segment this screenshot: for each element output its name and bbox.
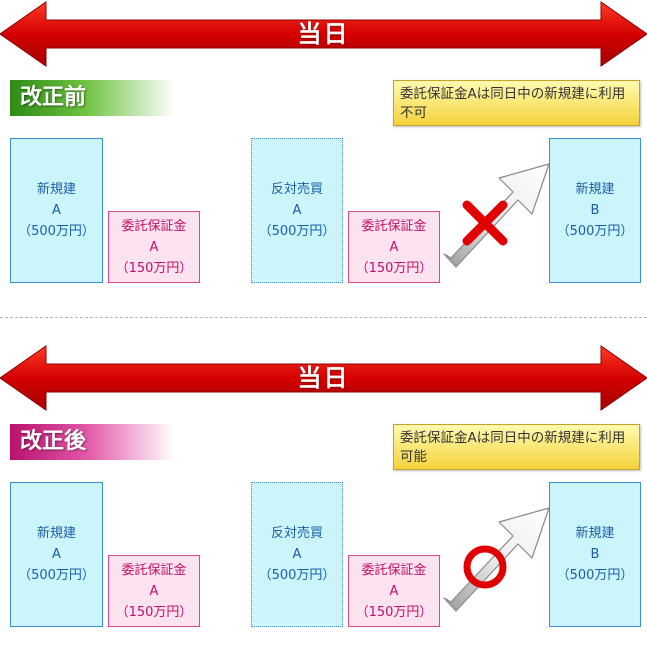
- box-title: 新規建: [36, 526, 76, 541]
- box-deposit-a: 委託保証金 A （150万円）: [108, 555, 200, 627]
- day-label: 当日: [297, 20, 350, 48]
- section-divider: [0, 317, 647, 318]
- box-title: 新規建: [36, 182, 76, 197]
- box-new-position-b: 新規建 B （500万円）: [549, 482, 641, 627]
- box-reverse-trade-a: 反対売買 A （500万円）: [251, 138, 343, 283]
- box-letter: A: [389, 583, 399, 599]
- box-amount: （500万円）: [18, 568, 95, 583]
- badge-before: 改正前: [10, 80, 175, 116]
- box-title: 新規建: [575, 182, 615, 197]
- day-double-arrow: [0, 345, 647, 411]
- box-title: 委託保証金: [121, 218, 187, 234]
- box-title: 反対売買: [270, 182, 323, 197]
- box-new-position-b: 新規建 B （500万円）: [549, 138, 641, 283]
- note-box: 委託保証金Aは同日中の新規建に利用不可: [393, 80, 640, 126]
- box-title: 委託保証金: [121, 562, 187, 578]
- box-title: 委託保証金: [361, 218, 427, 234]
- note-box: 委託保証金Aは同日中の新規建に利用可能: [393, 424, 640, 470]
- box-deposit-a-released: 委託保証金 A （150万円）: [348, 555, 440, 627]
- box-amount: （500万円）: [258, 224, 336, 239]
- box-title: 新規建: [575, 526, 615, 541]
- box-reverse-trade-a: 反対売買 A （500万円）: [251, 482, 343, 627]
- box-deposit-a: 委託保証金 A （150万円）: [108, 211, 200, 283]
- box-deposit-a-released: 委託保証金 A （150万円）: [348, 211, 440, 283]
- box-letter: A: [149, 583, 159, 599]
- box-amount: （500万円）: [18, 224, 95, 239]
- diagonal-arrow-icon: [443, 163, 550, 268]
- box-letter: A: [52, 203, 61, 218]
- cross-icon: [462, 200, 508, 246]
- box-amount: （500万円）: [556, 568, 634, 583]
- box-amount: （150万円）: [115, 260, 193, 276]
- day-double-arrow: [0, 1, 647, 67]
- box-title: 反対売買: [270, 526, 323, 541]
- box-letter: B: [590, 547, 600, 562]
- box-amount: （500万円）: [258, 568, 336, 583]
- day-label: 当日: [297, 364, 350, 392]
- box-new-position-a: 新規建 A （500万円）: [10, 138, 103, 283]
- box-amount: （500万円）: [556, 224, 634, 239]
- section-before: 当日 改正前 委託保証金Aは同日中の新規建に利用不可 新規建 A （500万円）…: [0, 0, 647, 316]
- section-after: 当日 改正後 委託保証金Aは同日中の新規建に利用可能 新規建 A （500万円）…: [0, 344, 647, 660]
- diagonal-arrow-icon: [443, 507, 550, 612]
- box-title: 委託保証金: [361, 562, 427, 578]
- box-letter: A: [292, 547, 302, 562]
- box-letter: A: [149, 239, 159, 255]
- box-letter: A: [52, 547, 61, 562]
- box-letter: A: [389, 239, 399, 255]
- badge-after: 改正後: [10, 424, 175, 460]
- box-new-position-a: 新規建 A （500万円）: [10, 482, 103, 627]
- box-letter: A: [292, 203, 302, 218]
- box-amount: （150万円）: [355, 604, 433, 620]
- box-amount: （150万円）: [115, 604, 193, 620]
- box-letter: B: [590, 203, 600, 218]
- box-amount: （150万円）: [355, 260, 433, 276]
- circle-icon: [463, 545, 507, 589]
